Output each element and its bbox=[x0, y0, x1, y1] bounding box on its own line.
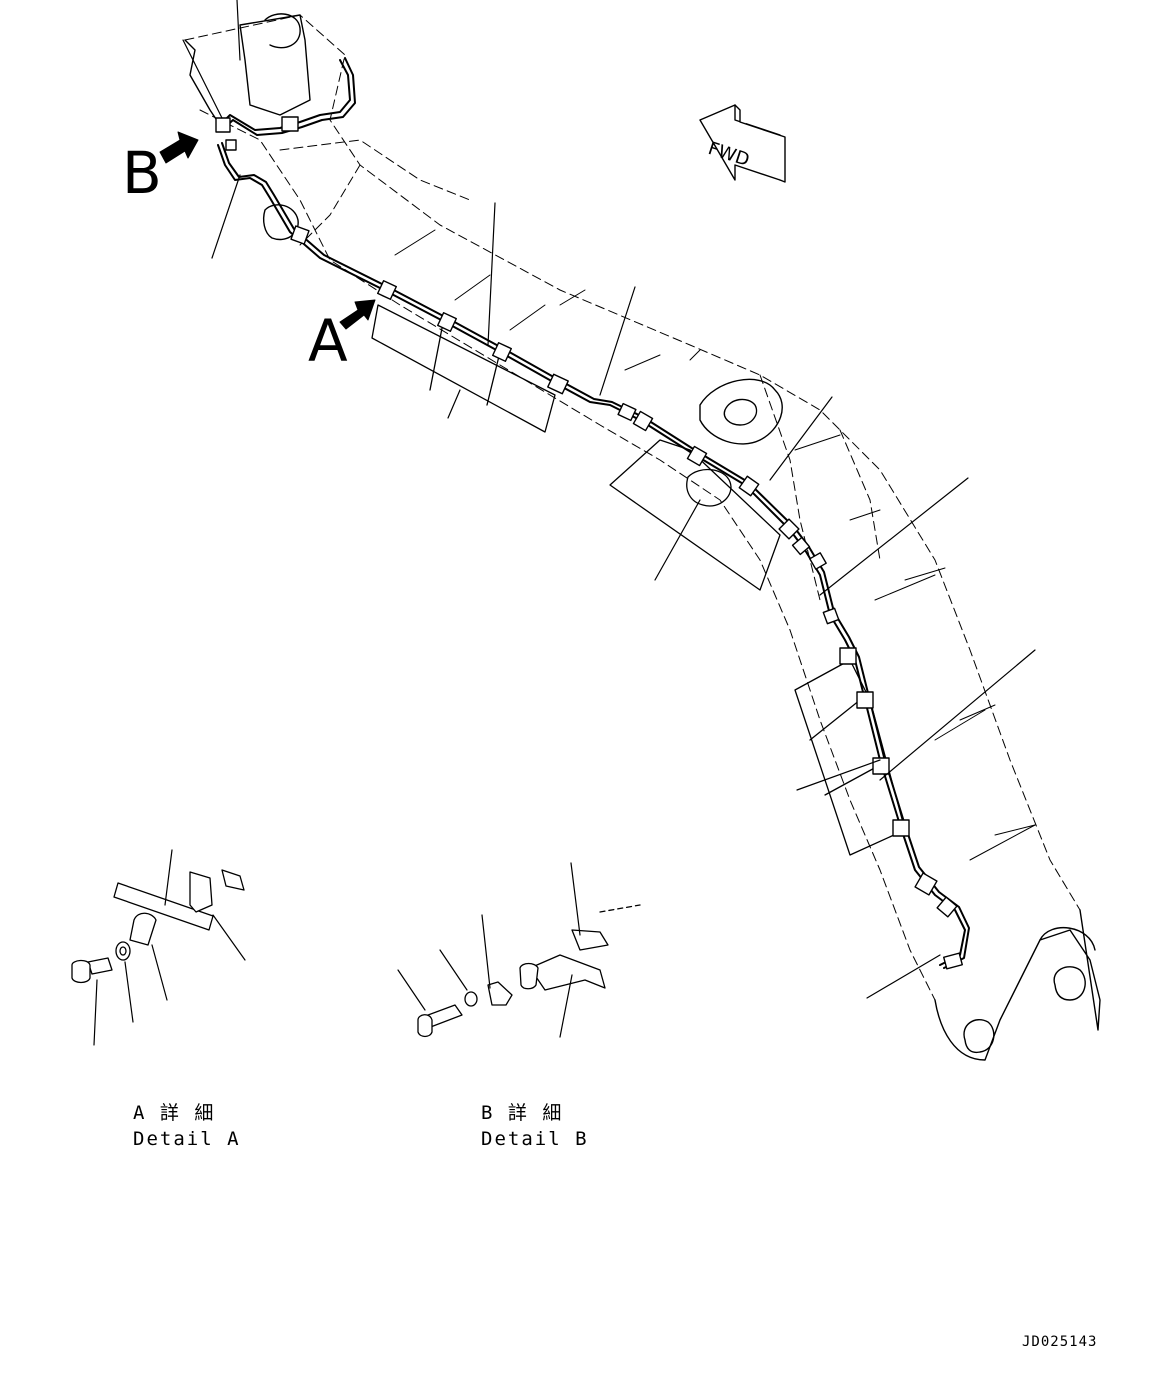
detail-b-parts bbox=[417, 904, 641, 1038]
leader-lines bbox=[182, 0, 1036, 999]
view-arrow-b bbox=[159, 131, 199, 164]
detail-a-leaders bbox=[93, 849, 246, 1046]
drawing-code: JD025143 bbox=[1022, 1334, 1098, 1350]
view-label-a: A bbox=[308, 307, 348, 375]
detail-b-title-en: Detail B bbox=[481, 1128, 589, 1150]
boom-solid-edges bbox=[184, 13, 1101, 1061]
detail-a-parts bbox=[71, 869, 245, 984]
boom-weld-marks bbox=[394, 229, 1036, 861]
fwd-arrow-icon bbox=[699, 104, 786, 183]
detail-a-title-en: Detail A bbox=[133, 1128, 241, 1150]
detail-a-title-jp: A 詳 細 bbox=[133, 1102, 216, 1124]
detail-b-leaders bbox=[397, 862, 581, 1038]
pipe-fittings bbox=[215, 116, 963, 970]
hydraulic-pipe bbox=[217, 57, 970, 969]
view-arrow-a bbox=[339, 299, 376, 330]
boom-outline bbox=[184, 14, 1081, 1001]
detail-b-title-jp: B 詳 細 bbox=[481, 1102, 564, 1124]
view-label-b: B bbox=[122, 139, 162, 207]
